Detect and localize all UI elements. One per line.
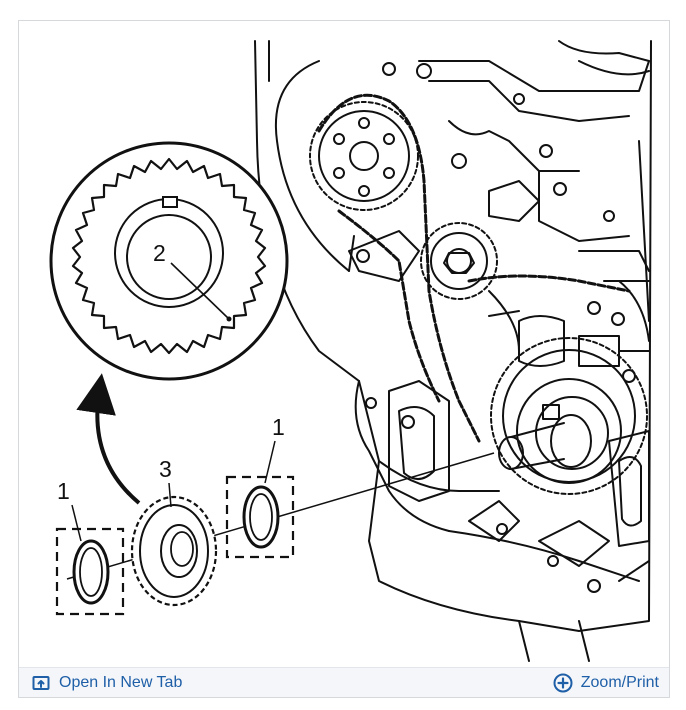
callout-3: 3	[159, 456, 172, 482]
figure-footer: Open In New Tab Zoom/Print	[19, 667, 669, 697]
zoom-print-link[interactable]: Zoom/Print	[553, 673, 659, 693]
open-in-new-tab-icon	[31, 673, 51, 693]
curved-detail-arrow	[76, 373, 141, 505]
open-in-new-tab-link[interactable]: Open In New Tab	[31, 673, 182, 693]
engine-block-drawing	[254, 40, 652, 662]
figure-frame: 2 1 3	[18, 20, 670, 698]
crankshaft-sprocket: 3	[130, 456, 218, 607]
detail-zoom-circle: 2	[49, 141, 289, 381]
callout-1-right: 1	[272, 414, 285, 440]
callout-2: 2	[153, 240, 166, 266]
zoom-plus-icon	[553, 673, 573, 693]
diagram-figure: 2 1 3	[19, 21, 669, 667]
engine-timing-diagram: 2 1 3	[49, 40, 652, 662]
right-thrust-washer: 1	[225, 414, 295, 559]
left-thrust-washer: 1	[55, 478, 125, 616]
open-in-new-tab-label: Open In New Tab	[59, 673, 183, 691]
assembly-axis-line	[66, 452, 495, 580]
zoom-print-label: Zoom/Print	[580, 673, 659, 691]
detail-gear-teeth	[71, 157, 267, 355]
callout-1-left: 1	[57, 478, 70, 504]
